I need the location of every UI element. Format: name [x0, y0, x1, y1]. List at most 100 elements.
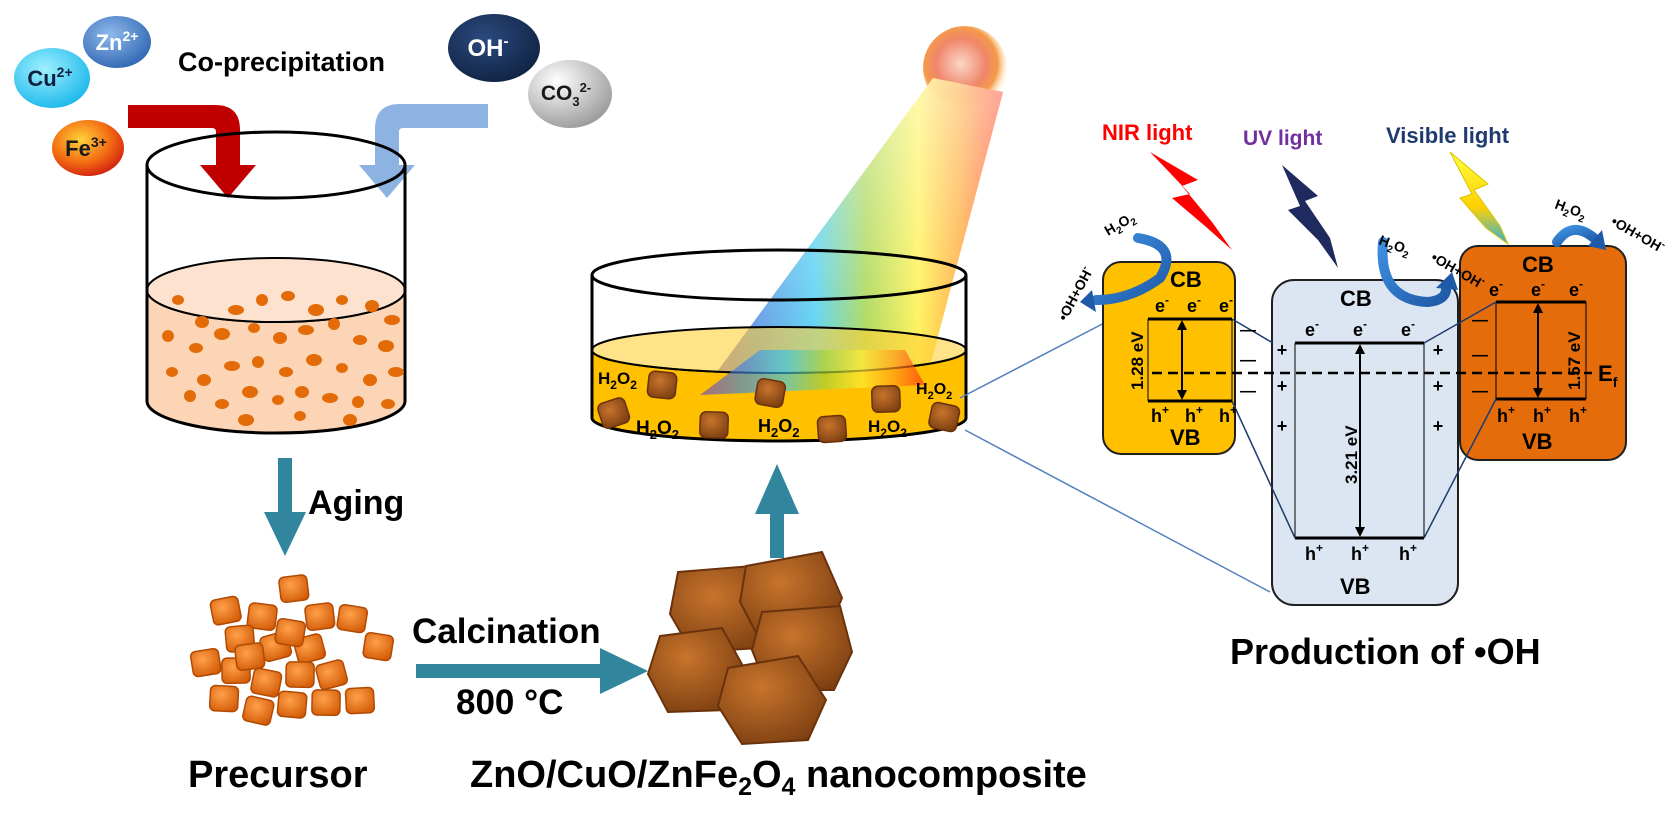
production-label: Production of •OH: [1230, 631, 1541, 672]
precursor-particles: [189, 574, 395, 726]
hole: h+: [1533, 403, 1551, 426]
svg-text:OH-: OH-: [468, 33, 509, 62]
precipitate-particles: [162, 291, 404, 426]
precipitate-dot: [343, 414, 357, 426]
precursor-cube: [362, 631, 395, 662]
svg-text:H2O2: H2O2: [1552, 196, 1589, 226]
precipitate-dot: [363, 374, 377, 386]
interface-charge: +: [1433, 376, 1444, 396]
left-cb-label: CB: [1170, 267, 1202, 292]
interface-charge: —: [1472, 383, 1488, 400]
dish-h2o2-label: H2O2: [916, 381, 952, 402]
nir-bolt-icon: [1150, 152, 1232, 250]
middle-cb-label: CB: [1340, 286, 1372, 311]
electron: e-: [1531, 277, 1545, 300]
dish-h2o2-label: H2O2: [758, 416, 799, 440]
electron: e-: [1155, 293, 1169, 316]
visible-bolt-icon: [1449, 151, 1510, 246]
calcination-label: Calcination: [412, 612, 601, 651]
precursor-cube: [304, 602, 336, 632]
electron: e-: [1401, 317, 1415, 340]
precursor-cube: [311, 689, 341, 717]
right-vb-label: VB: [1522, 429, 1553, 454]
precipitate-dot: [294, 411, 306, 421]
ion-oh: OH-: [448, 14, 540, 82]
dish-particle: [646, 370, 678, 400]
dish-h2o2-label: H2O2: [868, 417, 907, 440]
precipitate-dot: [279, 367, 293, 377]
precursor-cube: [189, 647, 222, 678]
uv-bolt-icon: [1282, 165, 1338, 268]
interface-charge: +: [1277, 416, 1288, 436]
precursor-cube: [242, 695, 275, 726]
coprecipitation-label: Co-precipitation: [178, 47, 385, 77]
interface-charge: —: [1472, 347, 1488, 364]
precipitate-dot: [336, 363, 348, 373]
ion-cu: Cu2+: [14, 48, 90, 108]
interface-charge: +: [1277, 376, 1288, 396]
precipitate-dot: [248, 323, 260, 333]
band-edges: [1147, 300, 1587, 540]
precipitate-dot: [308, 304, 324, 316]
left-semiconductor-band: [1102, 261, 1236, 455]
dish-particle: [870, 384, 901, 414]
hole: h+: [1399, 541, 1417, 564]
nanocomposite-particles: [646, 550, 854, 746]
right-semiconductor-band: [1459, 245, 1627, 461]
precipitate-dot: [328, 318, 340, 330]
precursor-cube: [285, 661, 315, 689]
interface-charge: —: [1472, 312, 1488, 329]
precipitate-dot: [252, 356, 264, 368]
aging-arrow: [264, 458, 306, 556]
precursor-cube: [276, 690, 308, 719]
precursor-label: Precursor: [188, 754, 368, 796]
h2o2-conversion-middle: [1377, 237, 1458, 308]
ion-zn: Zn2+: [83, 16, 151, 68]
hole: h+: [1569, 403, 1587, 426]
h2o2-conversion-left: [1080, 233, 1172, 312]
precipitate-dot: [384, 315, 400, 325]
calcination-temperature: 800 °C: [456, 683, 563, 722]
zoom-line-bottom: [964, 429, 1271, 593]
precursor-cube: [278, 574, 310, 604]
dish-particles: [597, 370, 961, 444]
precipitate-dot: [336, 295, 348, 305]
precipitate-dot: [238, 414, 254, 426]
precipitate-dot: [352, 396, 364, 408]
precipitate-dot: [381, 399, 395, 409]
dish-h2o2-label: H2O2: [598, 369, 637, 392]
dish-particle: [597, 397, 631, 429]
nir-light-label: NIR light: [1102, 120, 1193, 145]
aging-label: Aging: [308, 484, 404, 522]
precipitate-dot: [322, 393, 338, 403]
charge-carriers: e-e-e-h+h+h+e-e-e-h+h+h+e-e-e-h+h+h+: [1151, 277, 1587, 564]
precursor-cube: [246, 602, 278, 632]
precipitate-dot: [272, 395, 284, 405]
gap-arrows: [1177, 303, 1543, 537]
svg-text:Fe3+: Fe3+: [65, 134, 107, 161]
precursor-cube: [274, 617, 307, 648]
precursor-cube: [209, 595, 242, 626]
precipitate-dot: [353, 335, 367, 345]
electron: e-: [1489, 277, 1503, 300]
h2o2-middle: H2O2: [1377, 232, 1410, 262]
zoom-line-top: [959, 319, 1111, 399]
precipitate-dot: [281, 291, 295, 301]
metal-ion-inflow-arrow: [128, 105, 256, 198]
precipitate-dot: [224, 361, 240, 371]
gap-left-label: 1.28 eV: [1128, 331, 1147, 390]
gap-right-label: 1.57 eV: [1565, 331, 1584, 390]
precipitate-dot: [195, 316, 209, 328]
right-cb-label: CB: [1522, 252, 1554, 277]
electron: e-: [1187, 293, 1201, 316]
electron: e-: [1569, 277, 1583, 300]
hole: h+: [1351, 541, 1369, 564]
svg-text:Cu2+: Cu2+: [27, 64, 72, 91]
electron: e-: [1305, 317, 1319, 340]
interface-charge: +: [1433, 416, 1444, 436]
precursor-cube: [315, 659, 349, 691]
precursor-cube: [250, 667, 283, 698]
electron: e-: [1353, 317, 1367, 340]
ion-co3: CO32-: [528, 60, 612, 128]
interface-charge: —: [1240, 352, 1256, 369]
